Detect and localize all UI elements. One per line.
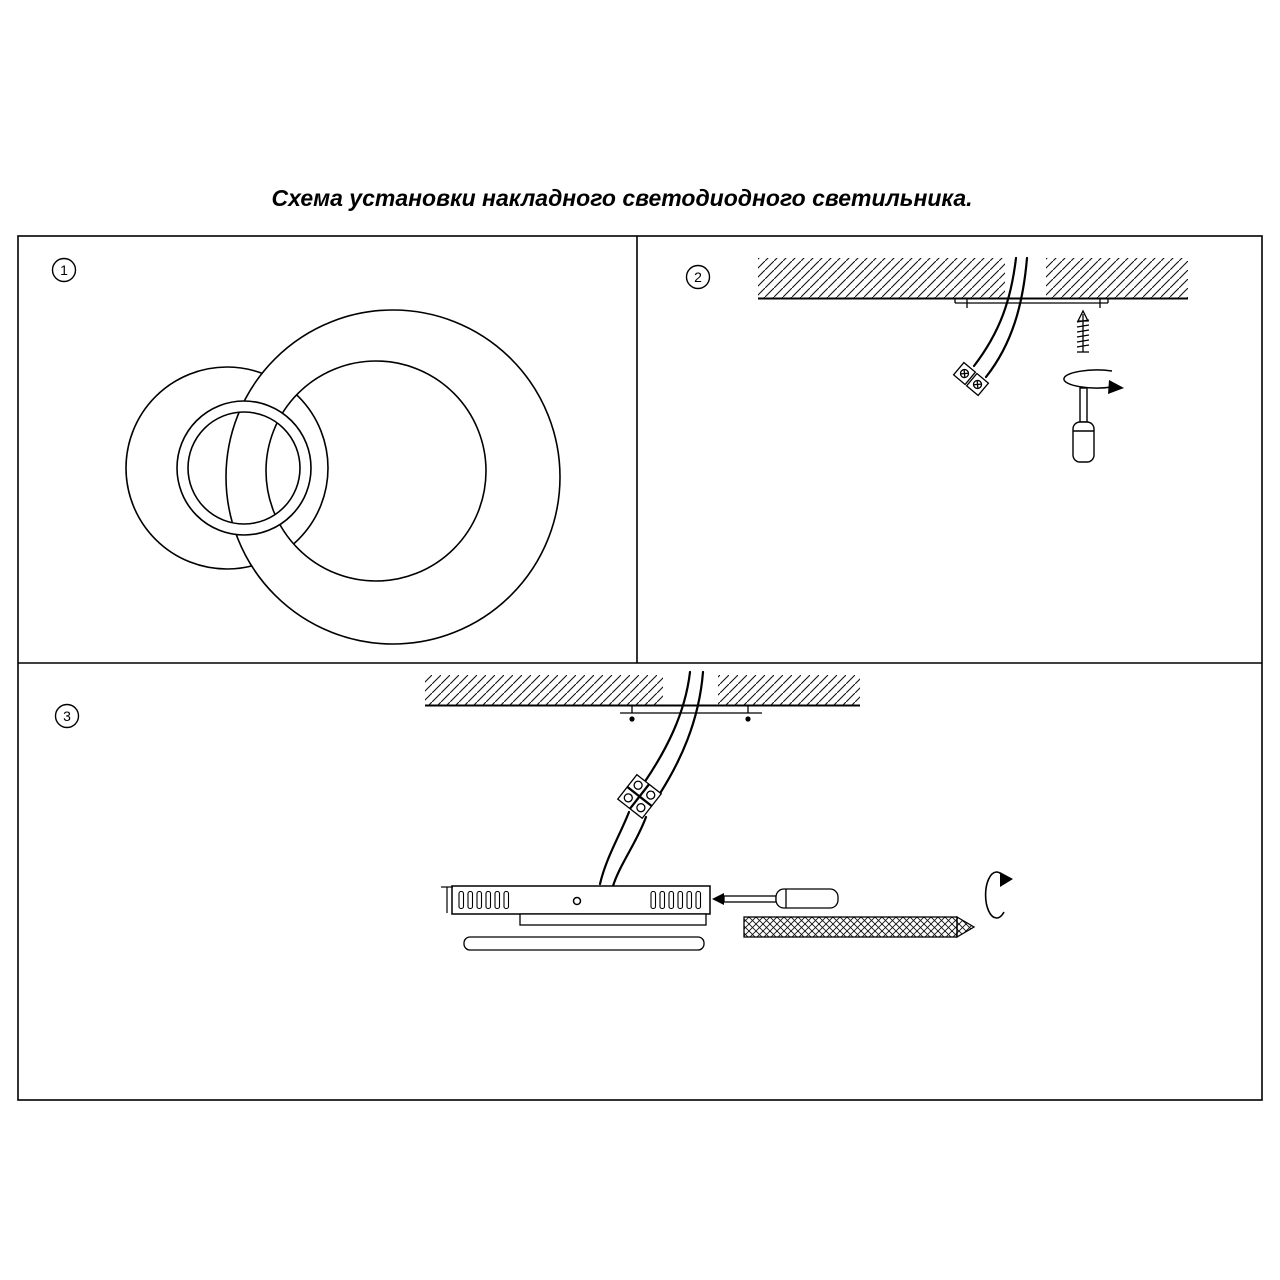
step-1-badge: 1 (51, 257, 77, 283)
rotation-arrow (1063, 369, 1124, 394)
sheet-title: Схема установки накладного светодиодного… (271, 185, 973, 211)
panel-grid (17, 235, 1263, 1101)
step-3-circle (54, 703, 80, 729)
outer-border (17, 235, 1263, 1101)
step-2-number: 2 (694, 269, 702, 285)
base-center-hole (572, 896, 582, 906)
step-3-badge: 3 (54, 703, 80, 729)
step-1-number: 1 (60, 262, 68, 278)
base-left-clip (441, 886, 453, 913)
ceiling-hatch-3 (425, 675, 860, 707)
threaded-rod (743, 915, 976, 939)
step-2-badge: 2 (685, 264, 711, 290)
mounting-strap-3 (620, 705, 762, 722)
step-3-drawing (425, 670, 1013, 951)
driver-box (519, 913, 707, 926)
luminaire-top-view (125, 309, 561, 645)
small-lamp-ring (176, 400, 312, 536)
screwdriver-horizontal (712, 888, 839, 909)
supply-wires-upper (642, 670, 705, 797)
mounting-screw (1076, 309, 1090, 353)
ceiling-hatch (758, 258, 1188, 300)
step-3-number: 3 (63, 708, 71, 724)
terminal-blocks-3 (616, 773, 663, 820)
push-arrow (712, 893, 724, 905)
mounting-strap (954, 298, 1109, 308)
large-lamp-ring (225, 309, 561, 645)
terminal-block (952, 361, 990, 397)
supply-wires-lower (598, 810, 648, 888)
vent-slots-left (458, 890, 510, 910)
step-1-circle (51, 257, 77, 283)
diffuser-panel (463, 936, 705, 951)
rotation-arrow-3 (984, 871, 1013, 919)
luminaire-base (441, 885, 711, 915)
step-2-circle (685, 264, 711, 290)
step-2-drawing (758, 256, 1188, 463)
supply-wires (972, 256, 1029, 379)
vent-slots-right (650, 890, 702, 910)
screwdriver (1072, 387, 1095, 463)
